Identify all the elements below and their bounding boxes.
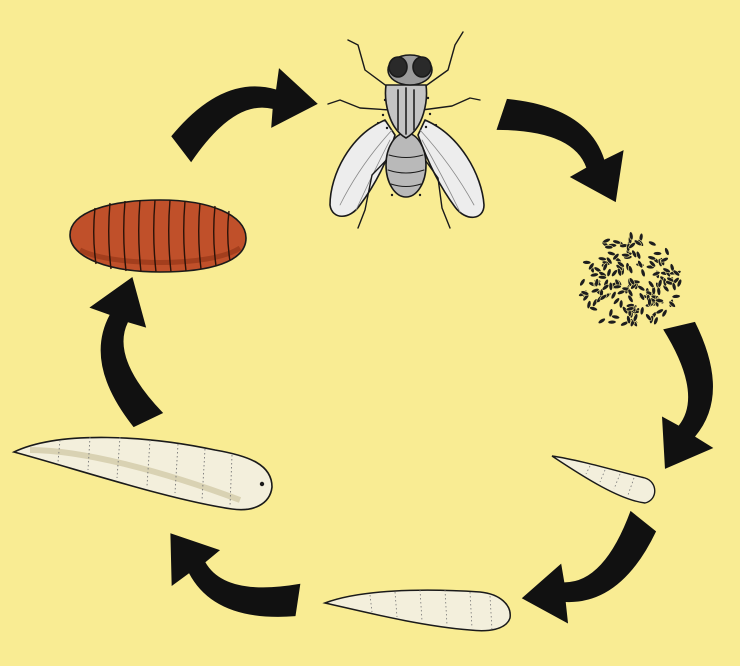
fly-abdomen	[385, 132, 427, 198]
egg	[626, 315, 631, 325]
egg	[662, 284, 670, 293]
egg	[597, 275, 607, 280]
egg	[594, 278, 599, 288]
egg	[635, 250, 642, 260]
left-wing	[329, 119, 396, 218]
egg	[582, 260, 592, 265]
egg	[617, 267, 622, 277]
egg	[647, 255, 657, 261]
egg	[589, 272, 599, 278]
egg	[611, 314, 621, 320]
larva-mouth-hook	[259, 481, 265, 487]
egg	[602, 238, 611, 244]
egg	[612, 284, 622, 290]
egg	[601, 283, 610, 291]
medium-larva-icon	[322, 589, 511, 632]
egg	[589, 306, 598, 312]
large-larva-icon	[11, 436, 273, 511]
egg	[588, 262, 595, 271]
egg	[612, 253, 620, 261]
egg	[621, 252, 631, 258]
egg	[628, 277, 636, 286]
egg	[613, 297, 620, 305]
egg	[651, 271, 661, 277]
fly-left-eye	[388, 56, 408, 78]
egg	[671, 294, 681, 299]
egg	[668, 300, 676, 308]
egg	[628, 265, 634, 274]
egg	[608, 308, 614, 318]
egg	[590, 288, 600, 294]
small-larva-icon	[551, 455, 656, 504]
egg	[625, 306, 635, 312]
egg	[627, 288, 634, 297]
egg	[672, 269, 681, 277]
egg	[648, 240, 657, 247]
egg	[597, 317, 606, 324]
egg-cluster-icon	[578, 231, 683, 327]
egg	[647, 280, 655, 289]
egg	[608, 281, 614, 291]
egg	[654, 298, 664, 303]
egg	[661, 309, 668, 318]
pupa-icon	[69, 199, 247, 273]
egg	[618, 299, 624, 309]
egg	[655, 308, 664, 315]
egg	[645, 313, 652, 322]
egg	[632, 313, 639, 322]
fly-right-eye	[412, 56, 432, 78]
egg	[602, 262, 608, 272]
egg	[660, 257, 669, 263]
egg	[640, 268, 646, 278]
egg	[653, 251, 662, 256]
egg	[604, 244, 614, 250]
egg	[647, 297, 652, 307]
egg	[580, 290, 590, 296]
egg	[579, 278, 586, 287]
egg	[617, 261, 625, 268]
egg	[676, 278, 683, 288]
egg	[633, 239, 642, 247]
egg	[656, 286, 662, 296]
egg	[611, 269, 618, 277]
egg	[628, 231, 634, 241]
egg	[637, 260, 644, 269]
egg	[606, 268, 612, 277]
egg	[612, 239, 622, 245]
egg	[671, 282, 677, 291]
egg	[639, 306, 645, 316]
egg	[610, 291, 617, 300]
egg	[653, 316, 659, 326]
egg	[637, 285, 646, 292]
egg	[627, 294, 634, 303]
egg	[648, 260, 656, 268]
egg	[605, 256, 613, 265]
egg	[664, 247, 670, 256]
egg	[628, 241, 636, 249]
housefly-icon	[327, 31, 485, 229]
egg	[638, 292, 645, 301]
egg	[607, 319, 617, 325]
egg	[599, 294, 608, 301]
